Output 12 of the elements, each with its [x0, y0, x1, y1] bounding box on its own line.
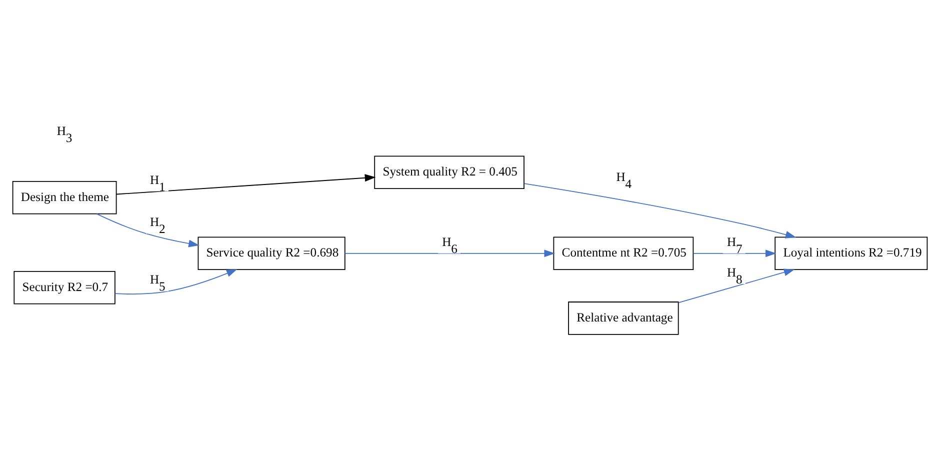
node-box: Service quality R2 =0.698 — [198, 236, 346, 270]
arrow — [524, 182, 796, 238]
arrow — [692, 249, 776, 257]
node-box: Loyal intentions R2 =0.719 — [774, 236, 928, 270]
arrow — [678, 268, 795, 303]
node-box: Relative advantage — [568, 301, 679, 334]
arrow — [116, 174, 376, 194]
node-box: Contentme nt R2 =0.705 — [553, 236, 694, 270]
node-box: Security R2 =0.7 — [14, 270, 116, 304]
node-box: System quality R2 = 0.405 — [374, 155, 524, 189]
arrow — [344, 249, 556, 257]
node-box: Design the theme — [12, 180, 117, 214]
